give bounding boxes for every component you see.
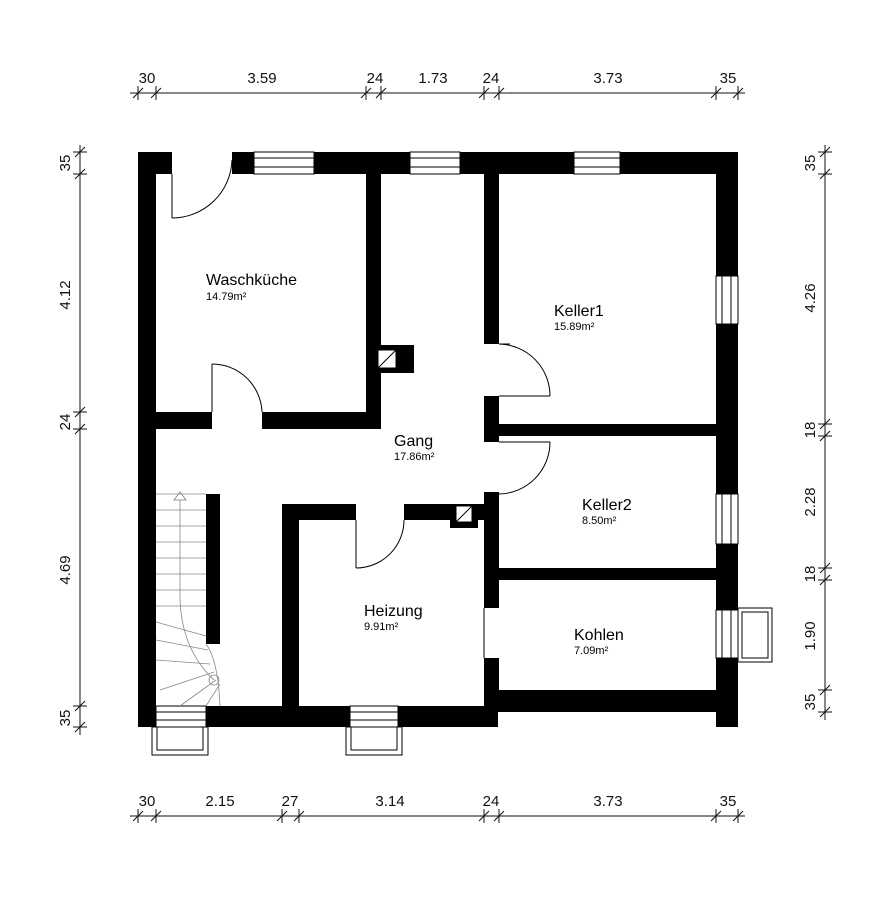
dim-left-3: 4.69 [57,555,74,584]
dim-top-4: 24 [483,70,500,87]
dim-right-6: 35 [802,694,819,711]
room-name-gang: Gang [394,433,433,450]
room-name-heizung: Heizung [364,603,423,620]
dim-right: 35 4.26 18 2.28 18 1.90 35 [802,155,819,711]
room-name-kohlen: Kohlen [574,627,624,644]
staircase [155,491,221,707]
room-area-kohlen: 7.09m² [574,645,609,657]
dim-left-0: 35 [57,155,74,172]
room-labels: Waschküche 14.79m² Gang 17.86m² Keller1 … [206,272,632,657]
dim-right-0: 35 [802,155,819,172]
dim-left-2: 24 [57,414,74,431]
interior-walls [154,172,738,724]
dim-bottom-4: 24 [483,793,500,810]
room-area-heizung: 9.91m² [364,621,399,633]
room-name-keller2: Keller2 [582,497,632,514]
dim-bottom: 30 2.15 27 3.14 24 3.73 35 [139,793,737,810]
dim-right-5: 1.90 [802,621,819,650]
dim-top-1: 3.59 [247,70,276,87]
dim-left-1: 4.12 [57,280,74,309]
dim-bottom-2: 27 [282,793,299,810]
outer-walls [138,152,738,727]
room-area-keller1: 15.89m² [554,321,595,333]
dim-bottom-5: 3.73 [593,793,622,810]
dim-top-3: 1.73 [418,70,447,87]
dim-bottom-3: 3.14 [375,793,404,810]
dim-bottom-1: 2.15 [205,793,234,810]
dim-bottom-0: 30 [139,793,156,810]
doors [171,152,551,658]
room-area-keller2: 8.50m² [582,515,617,527]
dim-right-1: 4.26 [802,283,819,312]
dimension-ticks [73,86,832,823]
dim-bottom-6: 35 [720,793,737,810]
room-area-gang: 17.86m² [394,451,435,463]
room-name-keller1: Keller1 [554,303,604,320]
dim-top-5: 3.73 [593,70,622,87]
room-area-waschkueche: 14.79m² [206,291,247,303]
dim-top-6: 35 [720,70,737,87]
dim-top: 30 3.59 24 1.73 24 3.73 35 [139,70,737,87]
dimension-lines [79,92,826,817]
dim-right-4: 18 [802,566,819,583]
dim-left: 35 4.12 24 4.69 35 [57,155,74,727]
dim-right-3: 2.28 [802,487,819,516]
dim-top-2: 24 [367,70,384,87]
dim-top-0: 30 [139,70,156,87]
dim-left-4: 35 [57,710,74,727]
dim-right-2: 18 [802,422,819,439]
windows [151,151,773,756]
room-name-waschkueche: Waschküche [206,272,297,289]
